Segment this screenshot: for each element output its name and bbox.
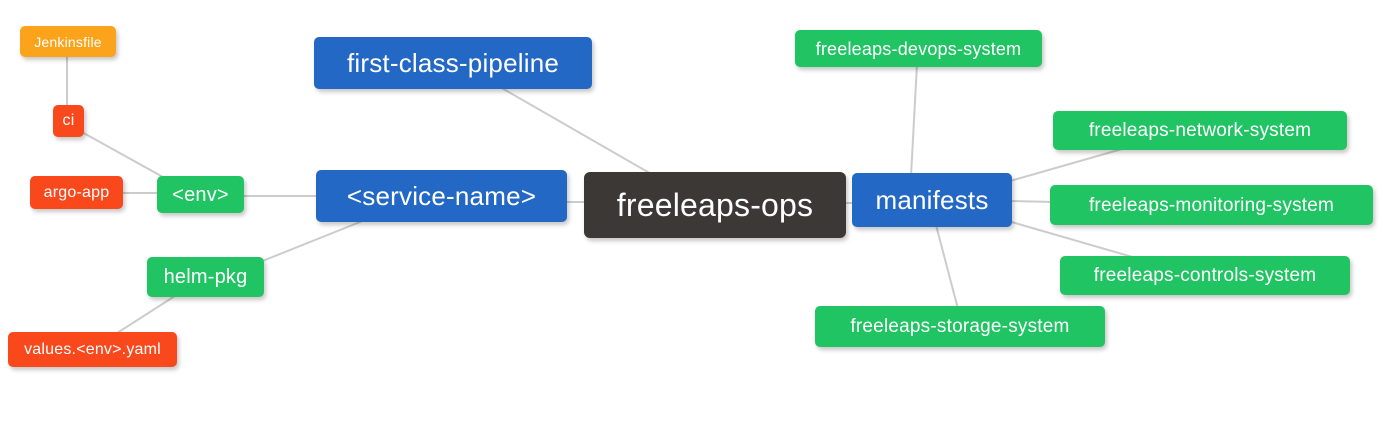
edge-manifests-freeleaps-network-system	[1009, 148, 1123, 182]
node-freeleaps-ops[interactable]: freeleaps-ops	[584, 172, 846, 238]
node-freeleaps-storage-system[interactable]: freeleaps-storage-system	[815, 306, 1105, 347]
node-freeleaps-monitoring-system[interactable]: freeleaps-monitoring-system	[1050, 185, 1373, 225]
node-freeleaps-devops-system[interactable]: freeleaps-devops-system	[795, 30, 1042, 67]
node-service-name[interactable]: <service-name>	[316, 170, 567, 222]
edge-manifests-freeleaps-monitoring-system	[1008, 200, 1054, 203]
node-env[interactable]: <env>	[157, 176, 244, 213]
node-jenkinsfile[interactable]: Jenkinsfile	[20, 26, 116, 57]
edge-first-class-pipeline-freeleaps-ops	[499, 86, 654, 176]
edge-helm-pkg-service-name	[259, 219, 366, 263]
node-freeleaps-controls-system[interactable]: freeleaps-controls-system	[1060, 256, 1350, 295]
node-freeleaps-network-system[interactable]: freeleaps-network-system	[1053, 111, 1347, 150]
edge-manifests-freeleaps-devops-system	[910, 63, 918, 177]
edge-ci-env	[79, 130, 173, 183]
node-first-class-pipeline[interactable]: first-class-pipeline	[314, 37, 592, 89]
node-ci[interactable]: ci	[53, 105, 84, 137]
node-manifests[interactable]: manifests	[852, 173, 1012, 227]
node-helm-pkg[interactable]: helm-pkg	[147, 257, 264, 297]
edge-manifests-freeleaps-storage-system	[935, 224, 959, 310]
node-values-env-yaml[interactable]: values.<env>.yaml	[8, 332, 177, 367]
edge-values-env-yaml-helm-pkg	[113, 293, 179, 336]
node-argo-app[interactable]: argo-app	[30, 176, 123, 209]
edge-manifests-freeleaps-controls-system	[1007, 220, 1137, 259]
